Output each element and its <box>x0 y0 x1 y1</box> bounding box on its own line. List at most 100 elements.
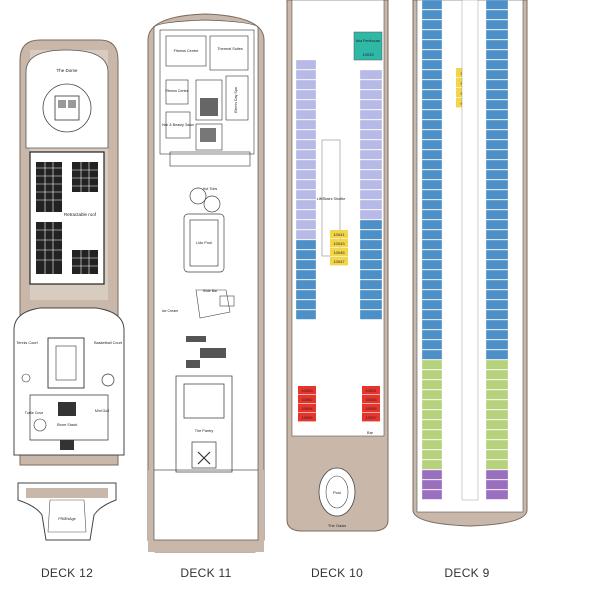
cabin <box>421 199 443 210</box>
deck-9-starboard-cabins <box>485 0 509 500</box>
cabin <box>295 129 317 140</box>
cabin <box>298 395 316 404</box>
cabin <box>485 29 509 40</box>
cabin <box>485 239 509 250</box>
cabin <box>359 269 383 280</box>
cabin <box>485 19 509 30</box>
deck-9-caption: DECK 9 <box>444 566 489 580</box>
cabin <box>295 299 317 310</box>
cabin-number: 10045 <box>333 250 345 255</box>
cabin <box>295 169 317 180</box>
deck-10: Aria Penthouse 10033 Lift/Stairs Shuttle… <box>286 0 389 580</box>
cabin <box>359 69 383 80</box>
cabin <box>421 149 443 160</box>
cabin <box>359 169 383 180</box>
cabin <box>330 257 348 266</box>
cabin <box>485 379 509 390</box>
lift-stairs-label: Lift/Stairs Shuttle <box>317 197 346 201</box>
cabin <box>359 219 383 230</box>
cabin <box>421 259 443 270</box>
cabin-number: 10043 <box>333 241 345 246</box>
cabin <box>485 39 509 50</box>
cabin <box>421 59 443 70</box>
deck-11-caption: DECK 11 <box>180 566 231 580</box>
cabin <box>421 119 443 130</box>
cabin <box>295 119 317 130</box>
shore-shack-label: Shore Shack <box>57 423 78 427</box>
cabin <box>485 489 509 500</box>
dome-label: The Dome <box>56 68 78 73</box>
deck-10-port-cabins <box>295 59 317 320</box>
cabin <box>421 349 443 360</box>
cabin <box>485 289 509 300</box>
oasis-label: The Oasis <box>328 523 346 528</box>
cabin <box>295 219 317 230</box>
cabin-number: 10094 <box>301 406 313 411</box>
deck-9: 9053905590579059 DECK 9 <box>412 0 528 580</box>
cabin <box>421 479 443 490</box>
cabin <box>485 279 509 290</box>
cabin <box>421 429 443 440</box>
mini-golf-label: Mini Golf <box>95 409 109 413</box>
seating-block-left <box>36 162 62 274</box>
cabin-number: 10090 <box>301 388 313 393</box>
cabin <box>421 469 443 480</box>
penthouse-number: 10033 <box>362 52 374 57</box>
pool-label: Pool <box>333 490 341 495</box>
cabin <box>421 309 443 320</box>
cabin <box>485 359 509 370</box>
lido-pool-label: Lido Pool <box>196 241 212 245</box>
cabin <box>485 399 509 410</box>
cabin <box>485 469 509 480</box>
cabin <box>485 199 509 210</box>
cabin <box>295 249 317 260</box>
turtle-cove-label: Turtle Cove <box>25 411 43 415</box>
cabin <box>485 349 509 360</box>
cabin <box>359 309 383 320</box>
cabin <box>485 89 509 100</box>
cabin-number: 10095 <box>365 406 377 411</box>
seating-block-right <box>72 162 98 274</box>
cabin <box>359 189 383 200</box>
deck-10-caption: DECK 10 <box>311 566 363 580</box>
cabin <box>421 329 443 340</box>
cabin <box>421 219 443 230</box>
hair-beauty-label: Hair & Beauty Salon <box>162 123 194 127</box>
cabin <box>359 209 383 220</box>
cabin <box>421 459 443 470</box>
fitness-centre-label: Fitness Centre <box>174 49 199 53</box>
cabin <box>421 139 443 150</box>
penthouse-label: Aria Penthouse <box>356 39 381 43</box>
cabin <box>421 189 443 200</box>
cabin <box>362 395 380 404</box>
cabin <box>421 369 443 380</box>
cabin <box>421 19 443 30</box>
cabin <box>485 229 509 240</box>
cabin <box>421 109 443 120</box>
cabin <box>421 209 443 220</box>
cabin <box>421 0 443 10</box>
cabin <box>421 49 443 60</box>
cabin <box>421 99 443 110</box>
cabin <box>295 289 317 300</box>
cabin <box>295 109 317 120</box>
cabin <box>298 413 316 422</box>
cabin <box>421 89 443 100</box>
cabin <box>485 129 509 140</box>
cabin <box>359 249 383 260</box>
cabin <box>359 229 383 240</box>
cabin <box>359 89 383 100</box>
slide-bar-label: Slide Bar <box>203 289 218 293</box>
hot-tubs-label: Hot Tubs <box>203 187 218 191</box>
cabin <box>485 449 509 460</box>
cabin <box>359 79 383 90</box>
cabin <box>421 79 443 90</box>
cabin <box>421 449 443 460</box>
cabin <box>330 239 348 248</box>
cabin <box>485 389 509 400</box>
cabin <box>485 79 509 90</box>
spa-label: Elemis Day Spa <box>234 87 238 113</box>
cabin <box>359 119 383 130</box>
cabin <box>295 179 317 190</box>
